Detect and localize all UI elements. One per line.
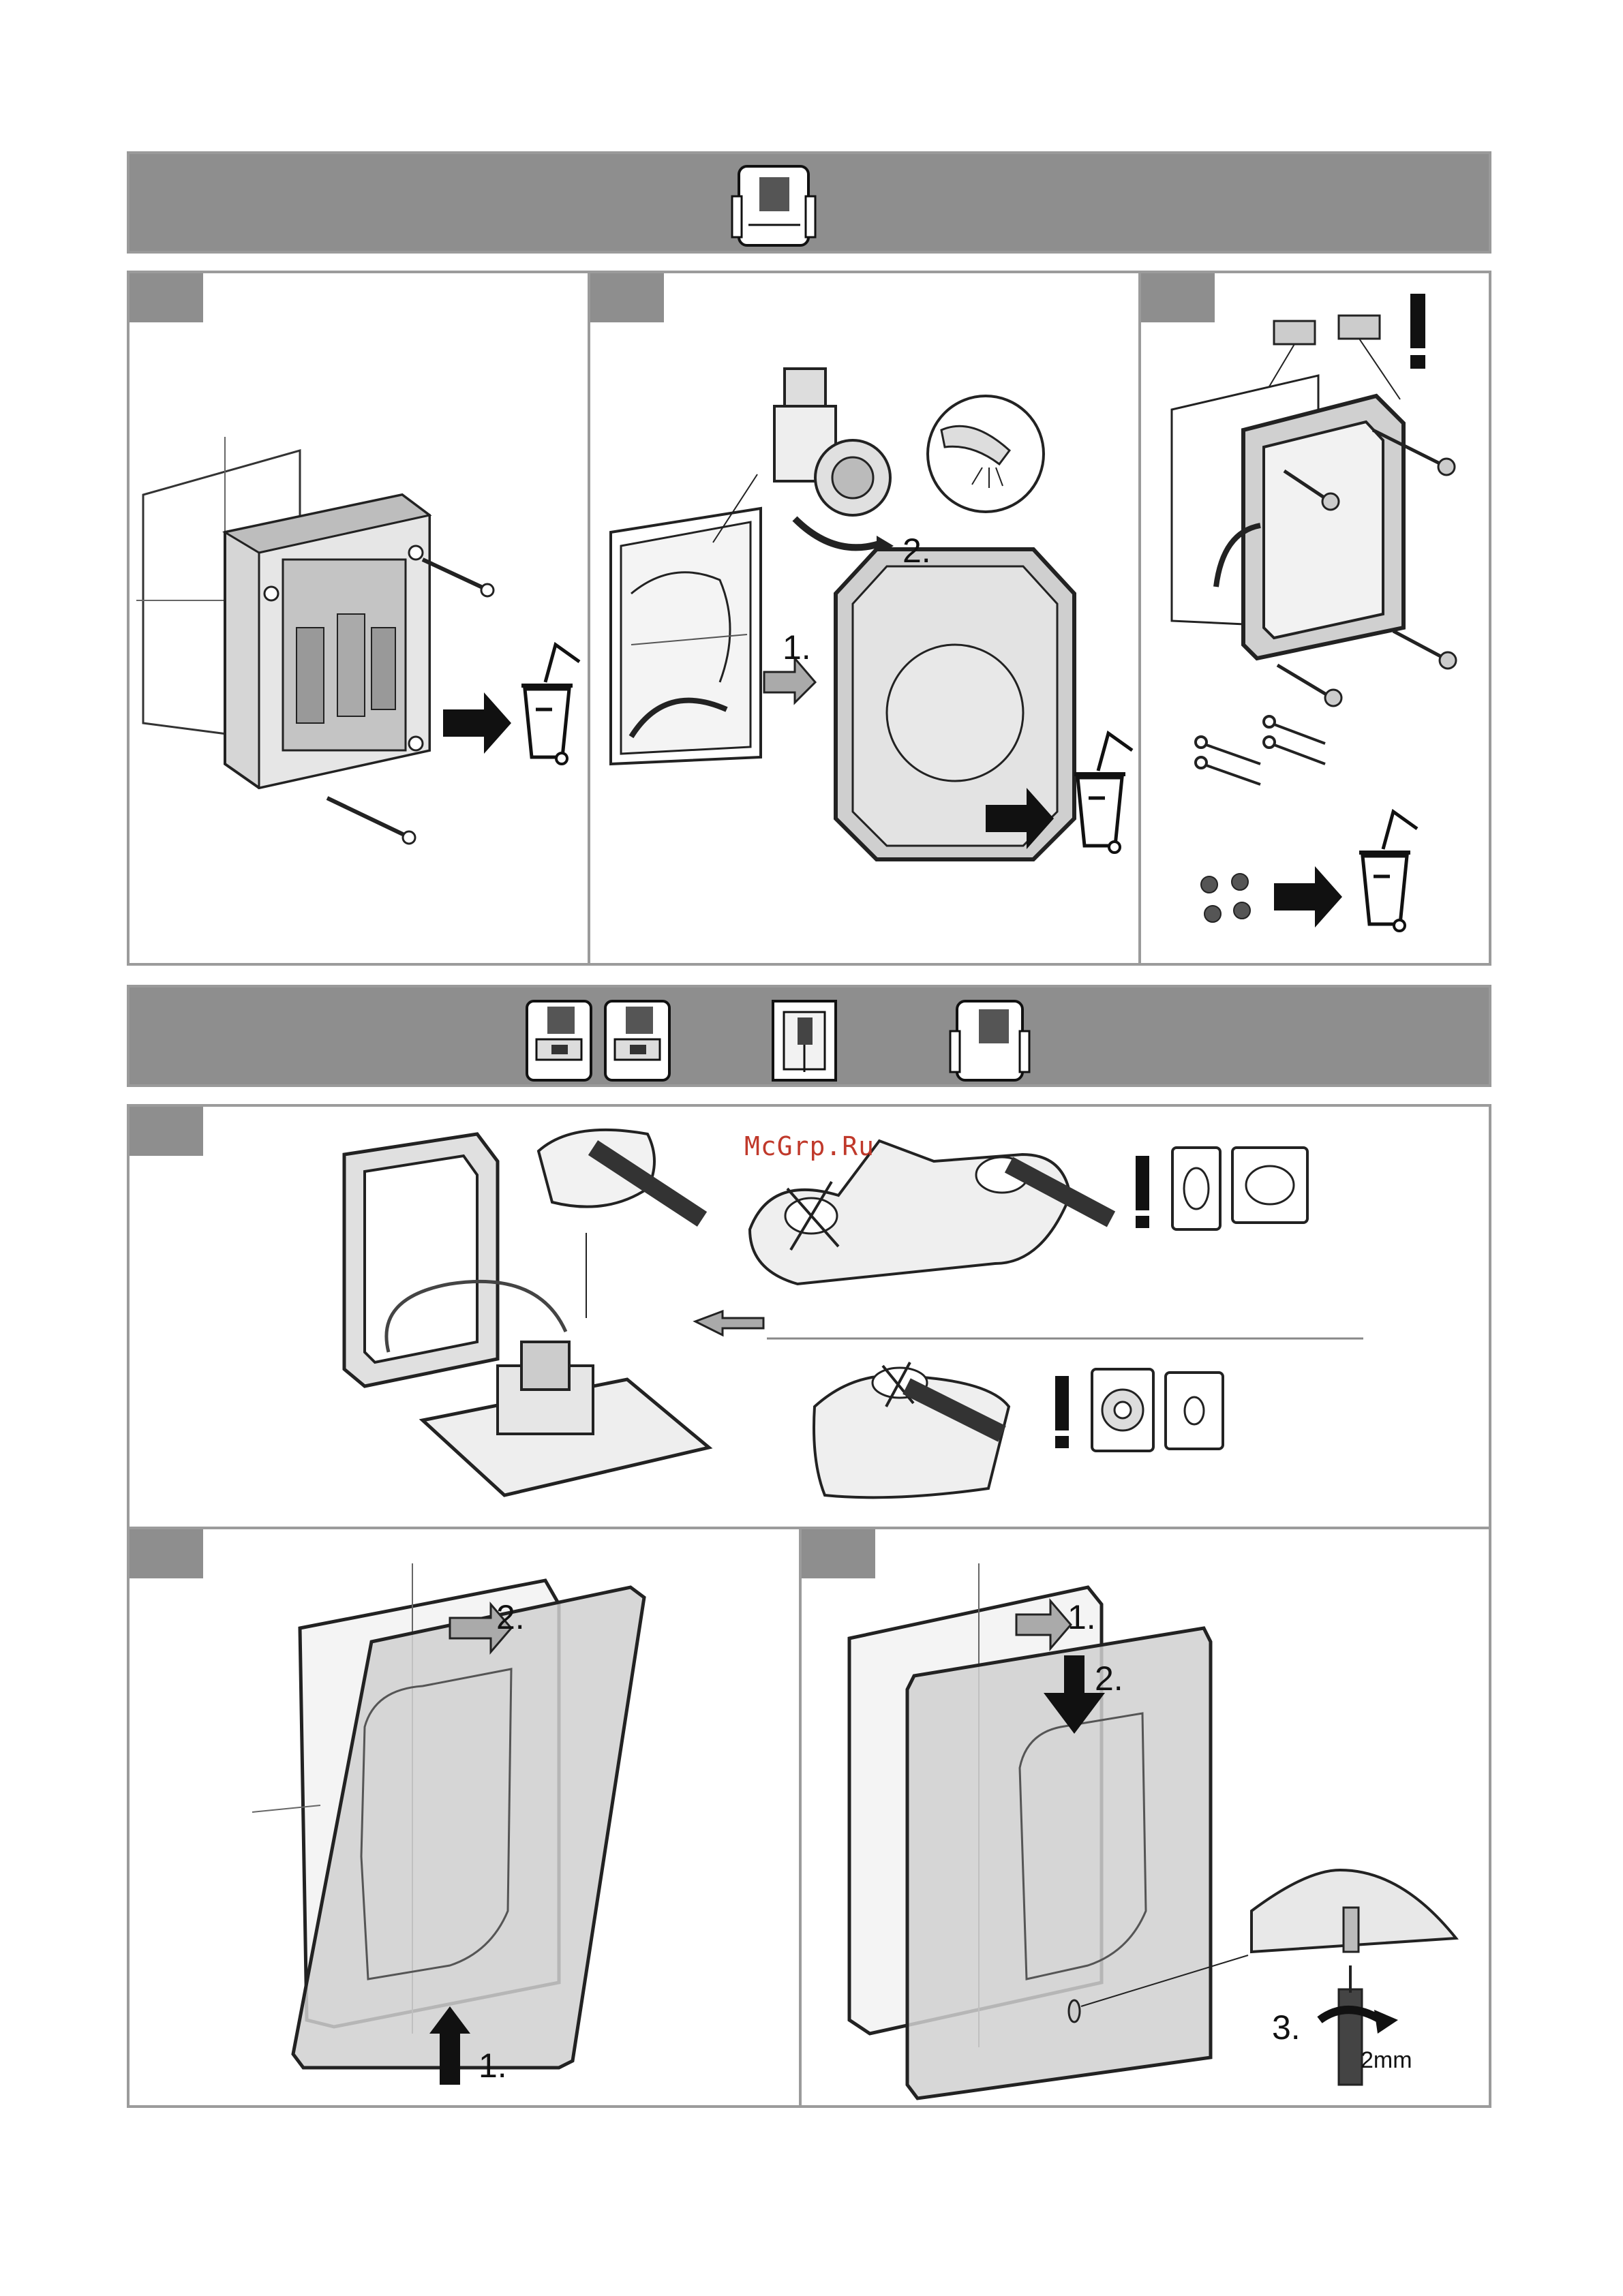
step-label-1: 1. <box>783 628 811 667</box>
section-header-band <box>127 151 1491 254</box>
panel-module-icon <box>947 997 1032 1084</box>
step-panel-1 <box>127 271 590 966</box>
drill-size-label: 2mm <box>1361 2047 1412 2074</box>
cistern-module-icon <box>521 997 596 1084</box>
step-panel-5 <box>127 1104 1491 1530</box>
step-label-2: 2. <box>902 531 931 570</box>
module-icon <box>729 162 818 249</box>
illustration-remove-protective-box <box>130 273 593 968</box>
illustration-remove-cover-and-valve <box>590 273 1144 968</box>
step-panel-2: 1. 2. <box>588 271 1141 966</box>
step-panel-7: 1. 2. 3. 2mm <box>799 1527 1491 2108</box>
step-label-1: 1. <box>1067 1597 1096 1637</box>
step-label-3: 3. <box>1272 2008 1301 2047</box>
step-label-2: 2. <box>1095 1659 1123 1698</box>
illustration-secure-panel <box>802 1529 1494 2111</box>
watermark: McGrp.Ru <box>744 1131 875 1161</box>
step-panel-3 <box>1138 271 1491 966</box>
step-panel-6: 2. 1. <box>127 1527 802 2108</box>
section-header-band <box>127 985 1491 1087</box>
illustration-attach-panel <box>130 1529 804 2111</box>
cistern-module-icon <box>600 997 675 1084</box>
step-label-2: 2. <box>496 1597 525 1637</box>
illustration-mount-frame <box>1141 273 1494 968</box>
illustration-connect-module <box>130 1107 1494 1533</box>
step-label-1: 1. <box>479 2046 507 2085</box>
frame-module-icon <box>763 997 845 1084</box>
